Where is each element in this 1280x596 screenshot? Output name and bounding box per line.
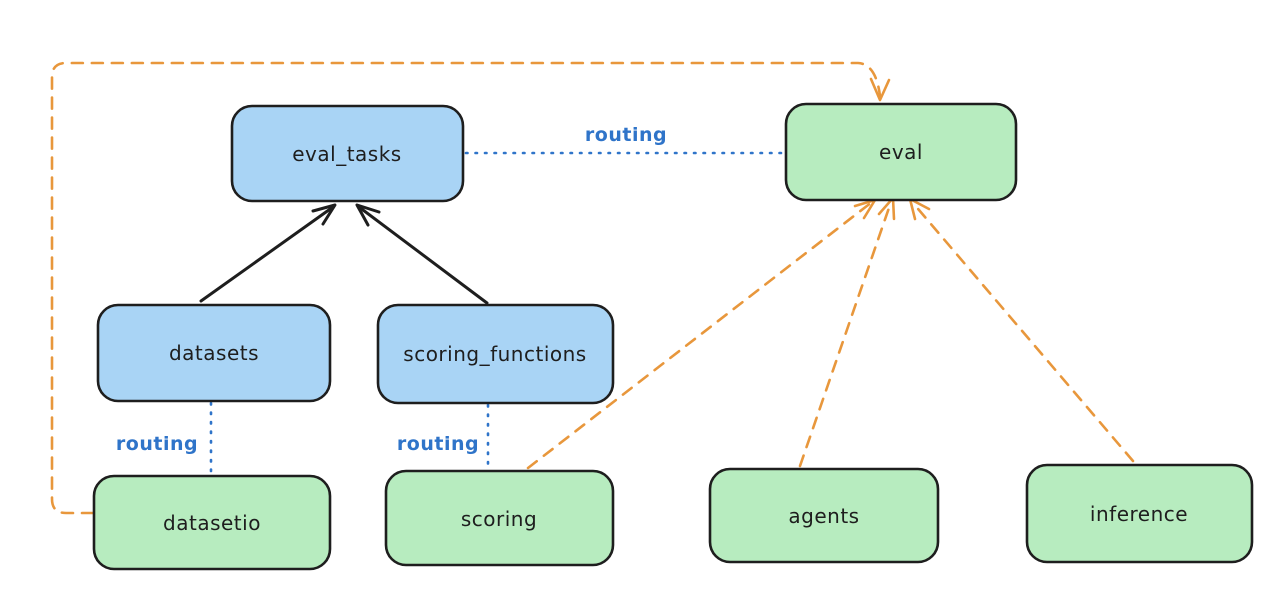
node-agents: agents bbox=[708, 467, 940, 564]
node-eval-tasks: eval_tasks bbox=[230, 104, 465, 203]
node-agents-box bbox=[708, 467, 940, 564]
edge-datasetio-to-eval-loop bbox=[50, 61, 891, 515]
node-scoring-functions: scoring_functions bbox=[376, 303, 615, 405]
node-scoring-functions-box bbox=[376, 303, 615, 405]
dashed-arrow-shaft bbox=[526, 200, 874, 470]
edge-agents-to-eval bbox=[798, 196, 896, 468]
node-datasets: datasets bbox=[96, 303, 332, 403]
node-inference: inference bbox=[1025, 463, 1254, 564]
node-eval-tasks-box bbox=[230, 104, 465, 203]
node-datasets-box bbox=[96, 303, 332, 403]
arrowhead-into-eval-top-icon bbox=[869, 77, 891, 102]
dashed-arrow-shaft bbox=[798, 200, 893, 468]
node-eval-box bbox=[784, 102, 1018, 202]
edge-eval_tasks-to-eval-routing: routing bbox=[464, 124, 785, 155]
dashed-arrow-shaft bbox=[911, 201, 1135, 463]
node-inference-box bbox=[1025, 463, 1254, 564]
edge-datasets-to-datasetio-routing: routing bbox=[116, 401, 213, 475]
node-inference-label: inference bbox=[1090, 502, 1188, 526]
node-eval-label: eval bbox=[879, 140, 923, 164]
routing-label-mid: routing bbox=[397, 433, 479, 455]
arrowhead-icon bbox=[355, 203, 381, 227]
edge-datasets-to-eval_tasks bbox=[199, 203, 337, 303]
node-datasetio-label: datasetio bbox=[163, 511, 261, 535]
node-scoring: scoring bbox=[384, 469, 615, 567]
node-scoring-label: scoring bbox=[461, 507, 537, 531]
node-scoring-box bbox=[384, 469, 615, 567]
routing-label-top: routing bbox=[585, 124, 667, 146]
routing-label-left: routing bbox=[116, 433, 198, 455]
node-datasets-label: datasets bbox=[169, 341, 259, 365]
node-scoring-functions-label: scoring_functions bbox=[403, 342, 586, 366]
node-datasetio-box bbox=[92, 474, 332, 571]
arrowhead-icon bbox=[311, 203, 337, 226]
edge-scoring_functions-to-scoring-routing: routing bbox=[397, 403, 490, 472]
solid-arrow-shaft bbox=[199, 205, 335, 303]
edge-inference-to-eval bbox=[908, 197, 1135, 463]
node-eval: eval bbox=[784, 102, 1018, 202]
node-agents-label: agents bbox=[788, 504, 859, 528]
solid-arrow-shaft bbox=[357, 205, 489, 305]
node-eval-tasks-label: eval_tasks bbox=[292, 142, 401, 166]
edge-scoring_functions-to-eval_tasks bbox=[355, 203, 489, 305]
node-datasetio: datasetio bbox=[92, 474, 332, 571]
dashed-loop-path bbox=[50, 61, 882, 515]
